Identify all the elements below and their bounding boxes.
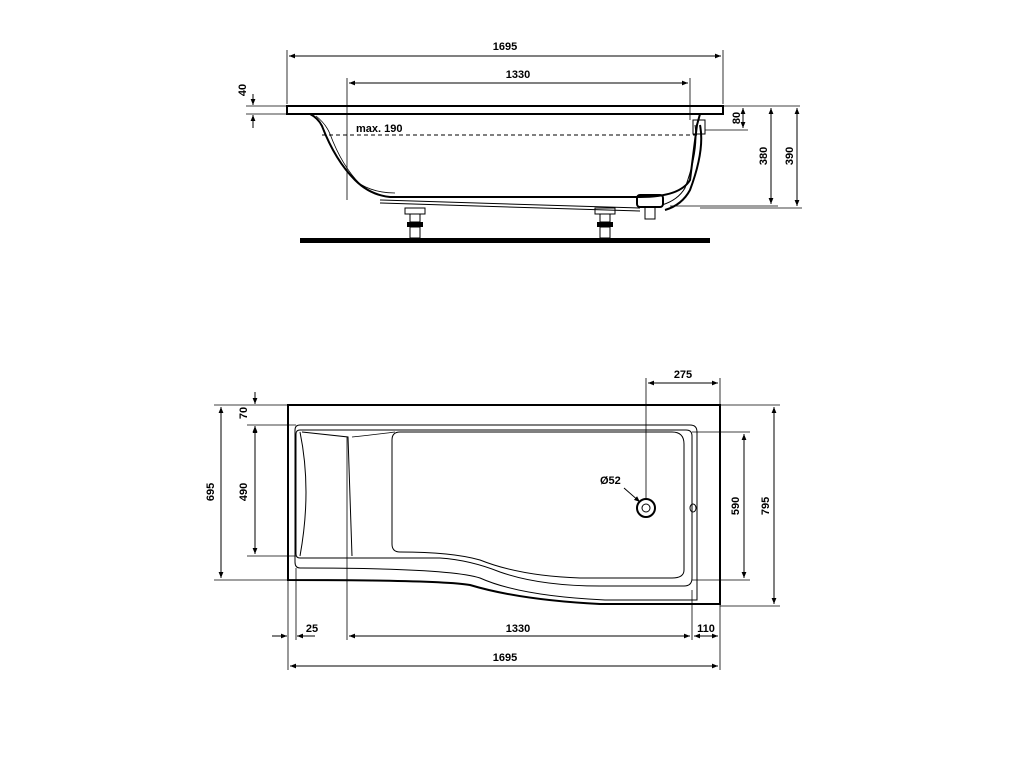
dim-590: 590 [730, 497, 742, 515]
headrest-2 [301, 431, 353, 557]
dim-110: 110 [697, 623, 715, 635]
dim-25: 25 [306, 623, 318, 635]
foot-right [594, 207, 616, 239]
drain-inner [641, 503, 651, 513]
headrest [299, 431, 307, 557]
overflow-hole [689, 503, 697, 513]
drain-leader [623, 487, 641, 503]
dim-drain-diameter: Ø52 [600, 475, 621, 487]
tub-body [309, 113, 701, 198]
tub-rim [286, 105, 724, 115]
basin-floor-edge [351, 431, 396, 438]
foot-left [404, 207, 426, 239]
max-water-label: max. 190 [356, 123, 402, 135]
outer-rim [287, 404, 721, 605]
basin-outline [295, 429, 693, 587]
floor-line [300, 238, 710, 243]
dim-275: 275 [674, 369, 692, 381]
dim-1330-side: 1330 [506, 69, 530, 81]
dim-390: 390 [784, 147, 796, 165]
dim-795: 795 [760, 497, 772, 515]
dim-80: 80 [731, 112, 743, 124]
tub-base [379, 199, 641, 209]
dim-1695-top: 1695 [493, 652, 517, 664]
waste-outlet [644, 206, 656, 220]
dim-695: 695 [205, 483, 217, 501]
dim-490: 490 [238, 483, 250, 501]
dim-380: 380 [758, 147, 770, 165]
tub-base-2 [379, 202, 641, 212]
top-view: Ø52 275 70 490 695 590 795 [205, 369, 780, 670]
inner-rim [294, 424, 698, 601]
side-view: max. 190 1695 1330 40 [237, 41, 802, 243]
overflow-head [692, 119, 706, 135]
dim-1330-top: 1330 [506, 623, 530, 635]
dim-1695-side: 1695 [493, 41, 517, 53]
dim-70: 70 [238, 407, 250, 419]
dim-40: 40 [237, 84, 249, 96]
overflow-pipe-inner [661, 124, 697, 206]
tub-body-inner [315, 115, 396, 194]
basin-floor [391, 431, 685, 579]
